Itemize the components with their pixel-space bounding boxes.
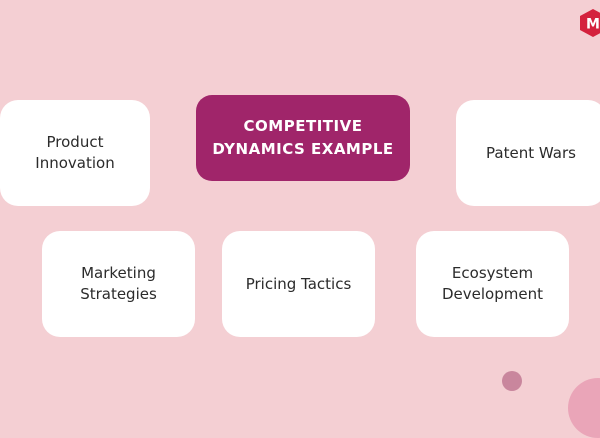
node-pricing-tactics: Pricing Tactics — [222, 231, 375, 337]
node-label: Pricing Tactics — [245, 274, 352, 293]
center-node: COMPETITIVE DYNAMICS EXAMPLE — [196, 95, 410, 181]
brand-logo-icon: M — [580, 9, 600, 37]
node-patent-wars: Patent Wars — [456, 100, 600, 206]
node-label: Product Innovation — [35, 133, 115, 172]
node-marketing-strategies: Marketing Strategies — [42, 231, 195, 337]
node-label: Marketing Strategies — [80, 264, 157, 303]
node-label: Patent Wars — [486, 143, 576, 162]
node-ecosystem-development: Ecosystem Development — [416, 231, 569, 337]
center-node-label: COMPETITIVE DYNAMICS EXAMPLE — [212, 117, 394, 158]
logo-hexagon-shape — [580, 9, 600, 37]
decorative-dot — [502, 371, 522, 391]
node-product-innovation: Product Innovation — [0, 100, 150, 206]
logo-letter: M — [586, 17, 600, 33]
node-label: Ecosystem Development — [442, 264, 543, 303]
decorative-blob — [568, 378, 600, 438]
